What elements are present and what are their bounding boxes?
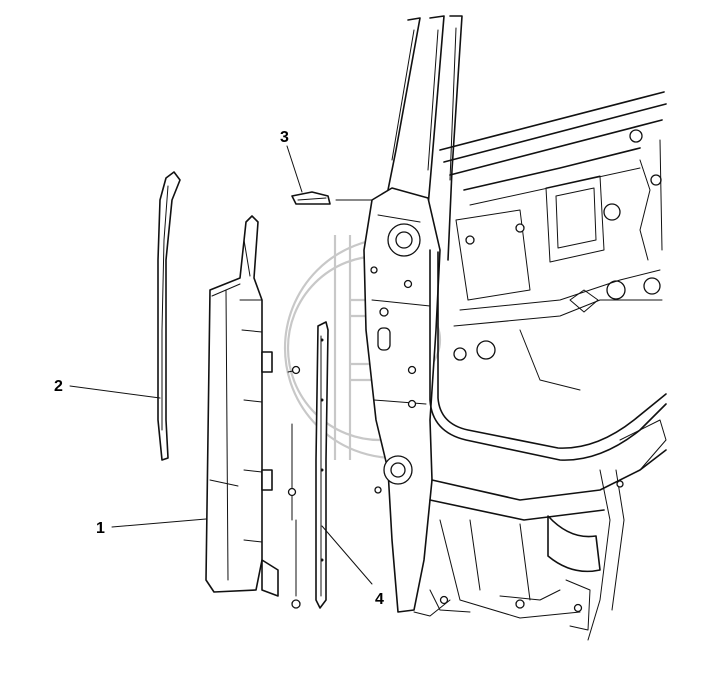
vehicle-body-structure — [363, 15, 667, 641]
callout-2: 2 — [54, 378, 63, 395]
leader-lines — [69, 145, 373, 585]
callout-4: 4 — [375, 591, 384, 608]
part-4-trim-strip — [315, 321, 329, 609]
part-1-pillar-trim-panel — [205, 215, 279, 597]
callout-3: 3 — [280, 129, 289, 146]
callout-1: 1 — [96, 520, 105, 537]
part-3-clip — [291, 191, 331, 205]
part-2-weatherstrip-seal — [157, 171, 181, 461]
fasteners — [287, 365, 301, 609]
